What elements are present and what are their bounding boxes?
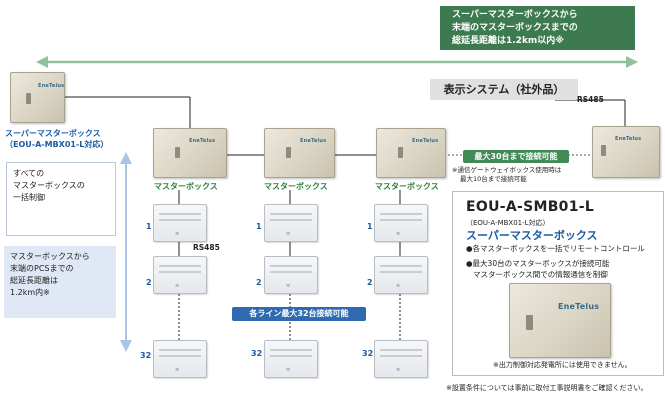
pcs-unit: ≡	[264, 204, 318, 242]
super-master-box-image: EneTelus	[10, 72, 65, 123]
max-30-pill: 最大30台まで接続可能	[463, 150, 569, 163]
pcs-unit: ≡	[264, 256, 318, 294]
logo-text: EneTelus	[412, 138, 439, 144]
master-box-2: EneTelus	[264, 128, 335, 178]
super-master-box-product-image: EneTelus	[509, 283, 611, 358]
logo-text: EneTelus	[300, 138, 327, 144]
product-info-panel: EOU-A-SMB01-L （EOU-A-MBX01-L対応） スーパーマスター…	[452, 191, 664, 376]
callout-line-1: スーパーマスターボックスから	[452, 10, 578, 20]
pcs-number-32: 32	[140, 351, 152, 360]
display-system-label: 表示システム（社外品）	[430, 79, 578, 100]
pcs-unit: ≡	[374, 340, 428, 378]
product-bullet-1: ●各マスターボックスを一括でリモートコントロール	[466, 244, 645, 253]
bulk-control-note: すべての マスターボックスの 一括制御	[6, 162, 116, 236]
pcs-number-1: 1	[146, 222, 152, 231]
rs485-label-top: RS485	[577, 95, 604, 104]
master-box-label-1: マスターボックス	[154, 182, 218, 191]
callout-line-3: 総延長距離は1.2km以内※	[452, 36, 565, 46]
total-distance-callout: スーパーマスターボックスから 末端のマスターボックスまでの 総延長距離は1.2k…	[440, 6, 635, 50]
pcs-unit: ≡	[153, 204, 207, 242]
product-note: ※出力制御対応発電所には使用できません。	[493, 361, 632, 369]
pcs-number-32: 32	[251, 349, 263, 358]
master-box-label-2: マスターボックス	[264, 182, 328, 191]
pcs-number-1: 1	[367, 222, 373, 231]
product-model-sub: （EOU-A-MBX01-L対応）	[466, 219, 550, 227]
callout-line-2: 末端のマスターボックスまでの	[452, 23, 578, 33]
product-name: スーパーマスターボックス	[466, 229, 598, 242]
logo-text: EneTelus	[615, 136, 642, 142]
installation-footnote: ※設置条件については事前に取付工事説明書をご確認ください。	[446, 384, 648, 392]
product-bullet-2: ●最大30台のマスターボックスが接続可能 マスターボックス間での情報通信を制御	[466, 259, 610, 279]
super-master-label: スーパーマスターボックス （EOU-A-MBX01-L対応）	[5, 129, 109, 149]
logo-text: EneTelus	[189, 138, 216, 144]
pcs-distance-note: マスターボックスから 末端のPCSまでの 総延長距離は 1.2km内※	[4, 246, 116, 318]
master-box-label-3: マスターボックス	[375, 182, 439, 191]
rs485-label-mid: RS485	[193, 243, 220, 252]
pcs-number-32: 32	[362, 349, 374, 358]
pcs-number-2: 2	[256, 278, 262, 287]
master-box-4: EneTelus	[592, 126, 660, 178]
enetelus-logo: EneTelus	[38, 83, 65, 89]
pcs-number-1: 1	[256, 222, 262, 231]
pcs-unit: ≡	[153, 256, 207, 294]
pcs-unit: ≡	[153, 340, 207, 378]
pcs-number-2: 2	[146, 278, 152, 287]
master-box-1: EneTelus	[153, 128, 227, 178]
pcs-number-2: 2	[367, 278, 373, 287]
product-model: EOU-A-SMB01-L	[466, 199, 595, 215]
pcs-unit: ≡	[374, 204, 428, 242]
pcs-unit: ≡	[374, 256, 428, 294]
logo-text: EneTelus	[558, 302, 600, 311]
gateway-note: ※通信ゲートウェイボックス使用時は 最大10台まで接続可能	[452, 166, 562, 183]
pcs-unit: ≡	[264, 340, 318, 378]
master-box-3: EneTelus	[376, 128, 446, 178]
max-32-per-line-pill: 各ライン最大32台接続可能	[232, 307, 366, 321]
